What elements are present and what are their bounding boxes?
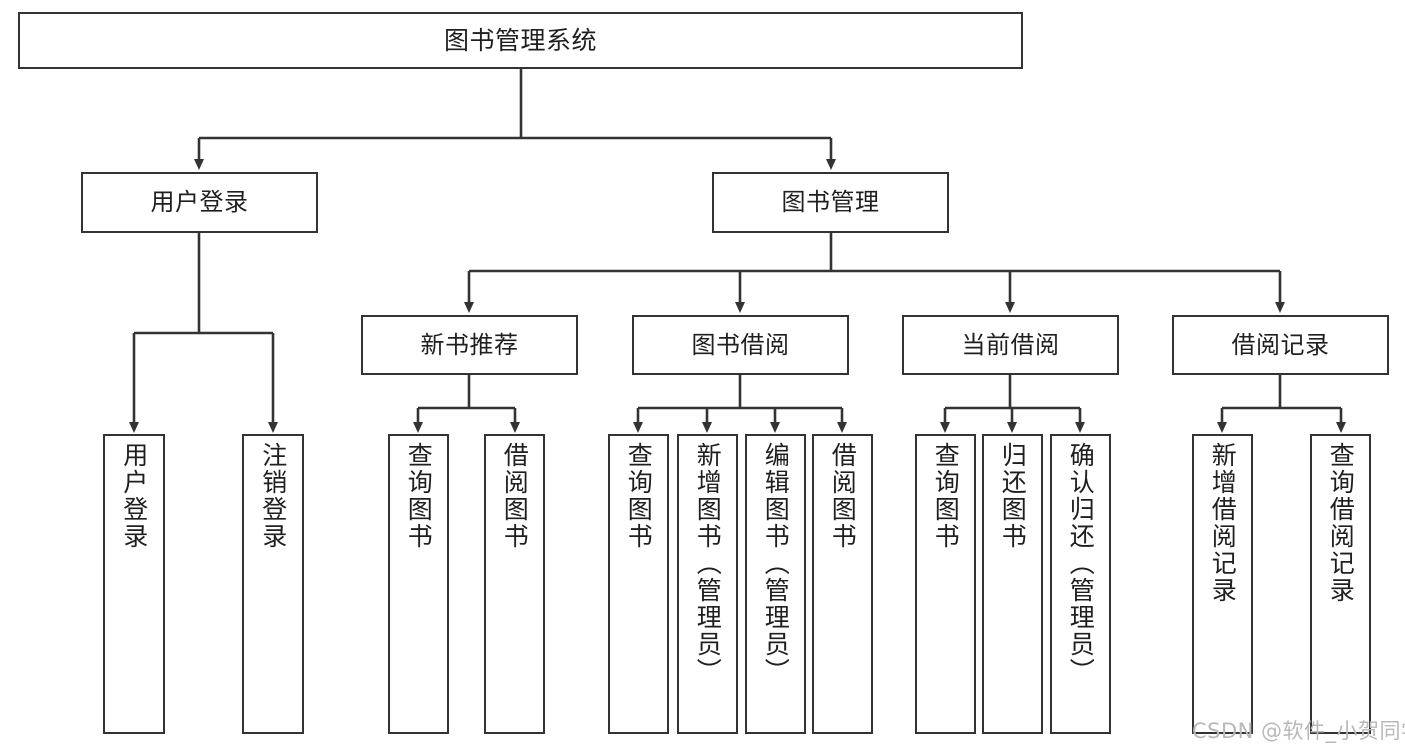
node-leaf-confirm-return[interactable]: 确认归还（管理员） <box>1050 434 1111 734</box>
node-leaf-add-book[interactable]: 新增图书（管理员） <box>677 434 738 734</box>
node-leaf-add-record[interactable]: 新增借阅记录 <box>1192 434 1253 734</box>
node-leaf-query-record-label: 查询借阅记录 <box>1326 442 1356 604</box>
node-leaf-borrow-book-1[interactable]: 借阅图书 <box>484 434 545 734</box>
node-leaf-add-book-label: 新增图书（管理员） <box>693 442 723 685</box>
node-root-label: 图书管理系统 <box>443 25 597 55</box>
node-leaf-query-record[interactable]: 查询借阅记录 <box>1310 434 1371 734</box>
node-leaf-borrow-book-1-label: 借阅图书 <box>500 442 530 550</box>
node-leaf-return-book[interactable]: 归还图书 <box>982 434 1043 734</box>
node-leaf-edit-book[interactable]: 编辑图书（管理员） <box>745 434 806 734</box>
node-leaf-query-book-2[interactable]: 查询图书 <box>608 434 669 734</box>
node-book-manage[interactable]: 图书管理 <box>712 172 949 233</box>
node-book-manage-label: 图书管理 <box>781 188 880 217</box>
node-leaf-query-book-1[interactable]: 查询图书 <box>388 434 449 734</box>
node-borrow-record-label: 借阅记录 <box>1231 330 1330 359</box>
node-leaf-user-login[interactable]: 用户登录 <box>103 434 165 734</box>
node-leaf-edit-book-label: 编辑图书（管理员） <box>761 442 791 685</box>
node-leaf-query-book-3-label: 查询图书 <box>931 442 961 550</box>
node-user-login[interactable]: 用户登录 <box>81 172 318 233</box>
node-root[interactable]: 图书管理系统 <box>18 12 1023 69</box>
node-leaf-user-login-label: 用户登录 <box>119 442 149 550</box>
node-leaf-query-book-3[interactable]: 查询图书 <box>915 434 976 734</box>
node-new-book-recommend[interactable]: 新书推荐 <box>361 315 578 375</box>
node-leaf-borrow-book-2-label: 借阅图书 <box>828 442 858 550</box>
node-leaf-return-book-label: 归还图书 <box>998 442 1028 550</box>
node-current-borrow[interactable]: 当前借阅 <box>902 315 1119 375</box>
node-leaf-confirm-return-label: 确认归还（管理员） <box>1066 442 1096 685</box>
node-leaf-query-book-1-label: 查询图书 <box>404 442 434 550</box>
node-leaf-logout[interactable]: 注销登录 <box>242 434 304 734</box>
node-leaf-query-book-2-label: 查询图书 <box>624 442 654 550</box>
node-user-login-label: 用户登录 <box>150 188 249 217</box>
node-leaf-logout-label: 注销登录 <box>258 442 288 550</box>
node-leaf-borrow-book-2[interactable]: 借阅图书 <box>812 434 873 734</box>
csdn-watermark: CSDN @软件_小贺同学 <box>1192 719 1405 743</box>
node-leaf-add-record-label: 新增借阅记录 <box>1208 442 1238 604</box>
node-book-borrow-label: 图书借阅 <box>691 330 790 359</box>
node-new-book-recommend-label: 新书推荐 <box>420 330 519 359</box>
node-borrow-record[interactable]: 借阅记录 <box>1172 315 1389 375</box>
node-book-borrow[interactable]: 图书借阅 <box>632 315 849 375</box>
node-current-borrow-label: 当前借阅 <box>961 330 1060 359</box>
